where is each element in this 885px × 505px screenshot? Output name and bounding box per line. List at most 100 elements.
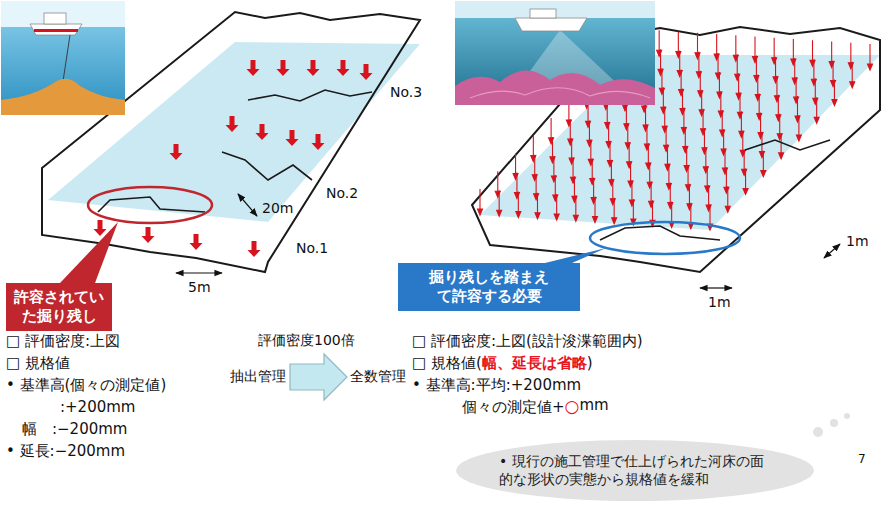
label: 評価密度100倍 (258, 332, 355, 350)
multi-beam-survey-picture (455, 1, 655, 105)
label: mm (579, 396, 608, 415)
label: • 延長:−200mm (6, 442, 125, 461)
sea (1, 1, 125, 115)
node-text: 許容されていた掘り残し (14, 288, 104, 326)
callout-box: 許容されていた掘り残し (6, 283, 112, 331)
measure-arrow (142, 227, 155, 243)
node-text: 掘り残しを踏まえて許容する必要 (425, 268, 553, 306)
measure-arrow (312, 134, 325, 150)
measure-arrow (307, 60, 320, 76)
section-profile (248, 90, 372, 101)
label: ) (587, 354, 593, 373)
measure-arrow (796, 115, 801, 141)
label: No.3 (390, 84, 422, 102)
boat-stripe (34, 29, 78, 32)
boat-cabin (530, 9, 556, 18)
section-profile (98, 197, 205, 212)
measure-arrow (535, 193, 540, 219)
measure-arrow (170, 144, 183, 160)
measure-arrow (516, 192, 521, 218)
highlight-ellipse (590, 222, 740, 254)
measure-arrow (868, 44, 873, 70)
measure-arrow (612, 198, 617, 224)
label: 抽出管理 (230, 368, 286, 386)
label: 7 (858, 452, 866, 467)
seabed-terrain (455, 70, 655, 105)
measure-arrow (497, 190, 502, 216)
dimension-arrow (700, 287, 732, 288)
label: :+200mm (60, 398, 135, 417)
cloud-body (456, 440, 814, 501)
label: 全数管理 (350, 368, 406, 386)
label: □ 規格値( (412, 354, 482, 373)
section-profile (600, 226, 720, 240)
section-profile (745, 140, 830, 150)
measure-arrow (248, 241, 261, 257)
callout-pointer (545, 248, 606, 263)
measure-arrow (761, 151, 766, 177)
label: □ 規格値 (6, 354, 70, 373)
measure-arrow (337, 60, 350, 76)
measure-arrow (725, 186, 730, 212)
measure-arrow (190, 234, 203, 250)
label: 1m (846, 233, 869, 251)
measure-arrow (256, 124, 269, 140)
boat-hull (515, 18, 587, 31)
seabed-mound (1, 79, 125, 115)
label: 5m (188, 279, 211, 297)
measure-arrow (779, 133, 784, 159)
label: ○ (565, 396, 580, 417)
measure-arrow (360, 64, 373, 80)
node-text: • 現行の施工管理で仕上げられた河床の面的な形状の実態から規格値を緩和 (499, 453, 771, 488)
measure-arrow (631, 199, 636, 225)
measure-arrow (94, 220, 107, 236)
measure-arrow (832, 80, 837, 106)
label: 20m (262, 200, 293, 218)
measure-arrow (850, 62, 855, 88)
callout-pointer (60, 222, 118, 283)
dimension-arrow (176, 272, 222, 273)
dimension-arrow (824, 244, 840, 258)
single-beam-survey-picture (1, 1, 125, 115)
measure-arrow (814, 97, 819, 123)
measure-arrow (226, 116, 239, 132)
measure-arrow (669, 202, 674, 228)
measure-arrows (94, 60, 373, 257)
measure-arrow (277, 60, 290, 76)
label: 個々の測定値+ (462, 398, 565, 417)
transition-arrow (290, 354, 347, 400)
measure-arrow (286, 130, 299, 146)
cloud-bubble (813, 427, 823, 437)
label: 1m (708, 294, 731, 312)
measure-arrow (593, 197, 598, 223)
note-cloud: • 現行の施工管理で仕上げられた河床の面的な形状の実態から規格値を緩和 (455, 439, 815, 502)
label: No.1 (296, 240, 328, 258)
label: • 基準高(個々の測定値) (6, 376, 166, 395)
label: • 基準高:平均:+200mm (412, 376, 581, 395)
label: 幅 :−200mm (22, 420, 127, 439)
measure-arrow (478, 189, 483, 215)
label: No.2 (326, 185, 358, 203)
sky (455, 1, 655, 18)
measure-arrow (573, 195, 578, 221)
measure-arrow (247, 60, 260, 76)
dimension-arrow (238, 194, 257, 216)
boat-cabin (44, 13, 66, 24)
highlight-ellipse (88, 187, 212, 223)
measure-arrow (554, 194, 559, 220)
sea (455, 1, 655, 105)
sky (1, 1, 125, 27)
cloud-bubble (830, 419, 838, 427)
boat-hull (30, 24, 82, 35)
section-profile (222, 152, 312, 180)
label: □ 評価密度:上図(設計浚渫範囲内) (412, 332, 643, 351)
measure-arrow (688, 203, 693, 229)
label: 幅、延長は省略 (482, 354, 587, 373)
label: □ 評価密度:上図 (6, 332, 120, 351)
cloud-bubble (844, 413, 850, 419)
measure-arrow (743, 168, 748, 194)
